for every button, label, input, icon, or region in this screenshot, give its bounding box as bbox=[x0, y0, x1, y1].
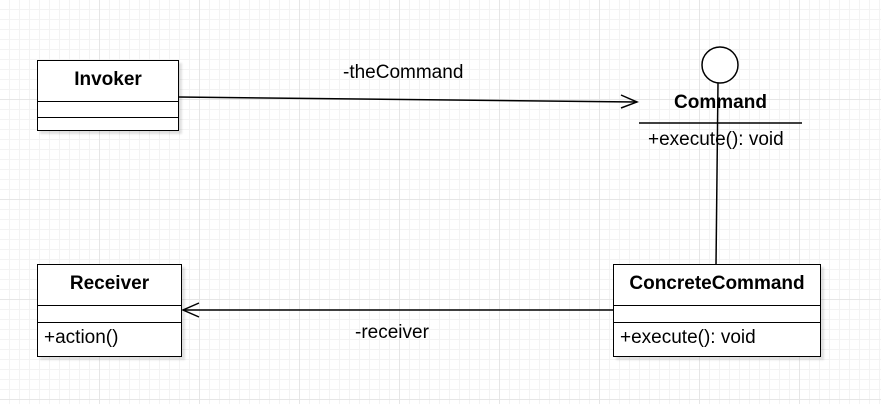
realization-line bbox=[715, 82, 719, 266]
operations-section-invoker bbox=[38, 117, 178, 130]
attributes-section-invoker bbox=[38, 101, 178, 117]
operation-execute-concrete: +execute(): void bbox=[620, 327, 756, 348]
class-name-concrete-command: ConcreteCommand bbox=[629, 273, 805, 294]
interface-name-command: Command bbox=[674, 92, 767, 113]
class-receiver[interactable]: Receiver +action() bbox=[37, 264, 182, 357]
interface-operation-execute: +execute(): void bbox=[648, 129, 784, 150]
association-label-receiver: -receiver bbox=[355, 322, 429, 343]
attributes-section-receiver bbox=[38, 305, 181, 322]
class-concrete-command[interactable]: ConcreteCommand +execute(): void bbox=[613, 264, 821, 357]
operations-section-concrete-command: +execute(): void bbox=[614, 322, 820, 355]
arrowhead-the-command bbox=[620, 94, 639, 109]
attributes-section-concrete-command bbox=[614, 305, 820, 322]
operations-section-receiver: +action() bbox=[38, 322, 181, 355]
class-name-invoker: Invoker bbox=[74, 69, 142, 90]
association-label-the-command: -theCommand bbox=[343, 62, 464, 83]
class-invoker[interactable]: Invoker bbox=[37, 60, 179, 131]
class-name-receiver: Receiver bbox=[69, 273, 150, 294]
operation-action: +action() bbox=[44, 327, 119, 348]
association-line-the-command bbox=[177, 96, 638, 103]
arrowhead-receiver bbox=[181, 302, 200, 318]
interface-lollipop-circle bbox=[701, 46, 739, 84]
